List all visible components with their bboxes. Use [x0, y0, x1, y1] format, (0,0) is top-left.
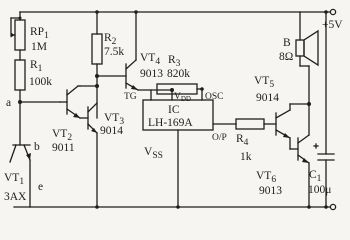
resistor-r2 — [91, 11, 103, 65]
supply-junction-r2 — [95, 10, 99, 14]
c1-name: C1 — [309, 169, 322, 184]
node-a-label: a — [6, 97, 11, 109]
transistor-vt1 — [9, 101, 31, 208]
ic-pin-op: O/P — [212, 133, 227, 143]
ic-ref: IC — [168, 104, 180, 116]
transistor-vt2 — [59, 85, 81, 119]
resistor-r1 — [14, 59, 26, 103]
ic-pin-tg: TG — [124, 92, 137, 102]
ground-junction-vt3 — [95, 205, 99, 209]
r3-name: R3 — [168, 54, 181, 69]
r4-value: 1k — [240, 151, 252, 163]
supply-junction-vt4 — [134, 10, 138, 14]
speaker-ref: B — [283, 37, 291, 49]
vt2-type: 9011 — [52, 142, 75, 154]
ground-terminal — [329, 203, 337, 211]
vt1-pin-e: e — [38, 181, 43, 193]
transistor-vt3 — [79, 102, 98, 208]
capacitor-c1 — [313, 10, 335, 209]
vt6-type: 9013 — [259, 185, 282, 197]
speaker-junction — [307, 102, 311, 106]
vt1-type: 3AX — [4, 191, 27, 203]
r4-name: R4 — [236, 133, 249, 148]
vt5-name: VT5 — [254, 75, 274, 90]
vt1-name: VT1 — [4, 172, 24, 187]
vt2-name: VT2 — [52, 128, 72, 143]
c1-value: 100μ — [308, 184, 331, 196]
vt4-emitter-junction — [170, 88, 174, 92]
ic-part: LH-169A — [148, 117, 193, 129]
vt4-name: VT4 — [140, 52, 160, 67]
vt5-type: 9014 — [256, 92, 279, 104]
ground-junction-vt6 — [307, 205, 311, 209]
resistor-r3 — [156, 83, 204, 101]
vt3-type: 9014 — [100, 125, 123, 137]
vt3-name: VT3 — [104, 112, 124, 127]
speaker-icon — [295, 11, 319, 67]
r1-value: 100k — [29, 76, 52, 88]
supply-terminal — [329, 8, 337, 16]
potentiometer-rp1 — [10, 11, 26, 61]
ic-pin-osc: OSC — [205, 92, 223, 102]
ic-pin-vss: VSS — [144, 146, 163, 161]
ground-junction-ic — [176, 205, 180, 209]
vt4-type: 9013 — [140, 68, 163, 80]
speaker-value: 8Ω — [279, 51, 293, 63]
transistor-vt4 — [95, 11, 139, 91]
ic-pin-vdd: VDD — [174, 92, 191, 103]
r1-name: R1 — [30, 59, 43, 74]
r3-value: 820k — [167, 68, 190, 80]
r2-name: R2 — [104, 32, 117, 47]
rp1-name: RP1 — [30, 26, 49, 41]
transistor-vt5 — [275, 103, 291, 139]
circuit-schematic: +5V RP1 1M R1 100k a VT1 b e 3AX — [4, 8, 343, 211]
r2-value: 7.5k — [104, 46, 124, 58]
supply-label: +5V — [322, 19, 343, 31]
rp1-value: 1M — [31, 41, 47, 53]
vt1-pin-b: b — [34, 141, 40, 153]
vt6-name: VT6 — [256, 170, 276, 185]
resistor-r4 — [235, 118, 277, 130]
transistor-vt6 — [289, 134, 310, 208]
vt2-collector-junction — [95, 84, 99, 88]
